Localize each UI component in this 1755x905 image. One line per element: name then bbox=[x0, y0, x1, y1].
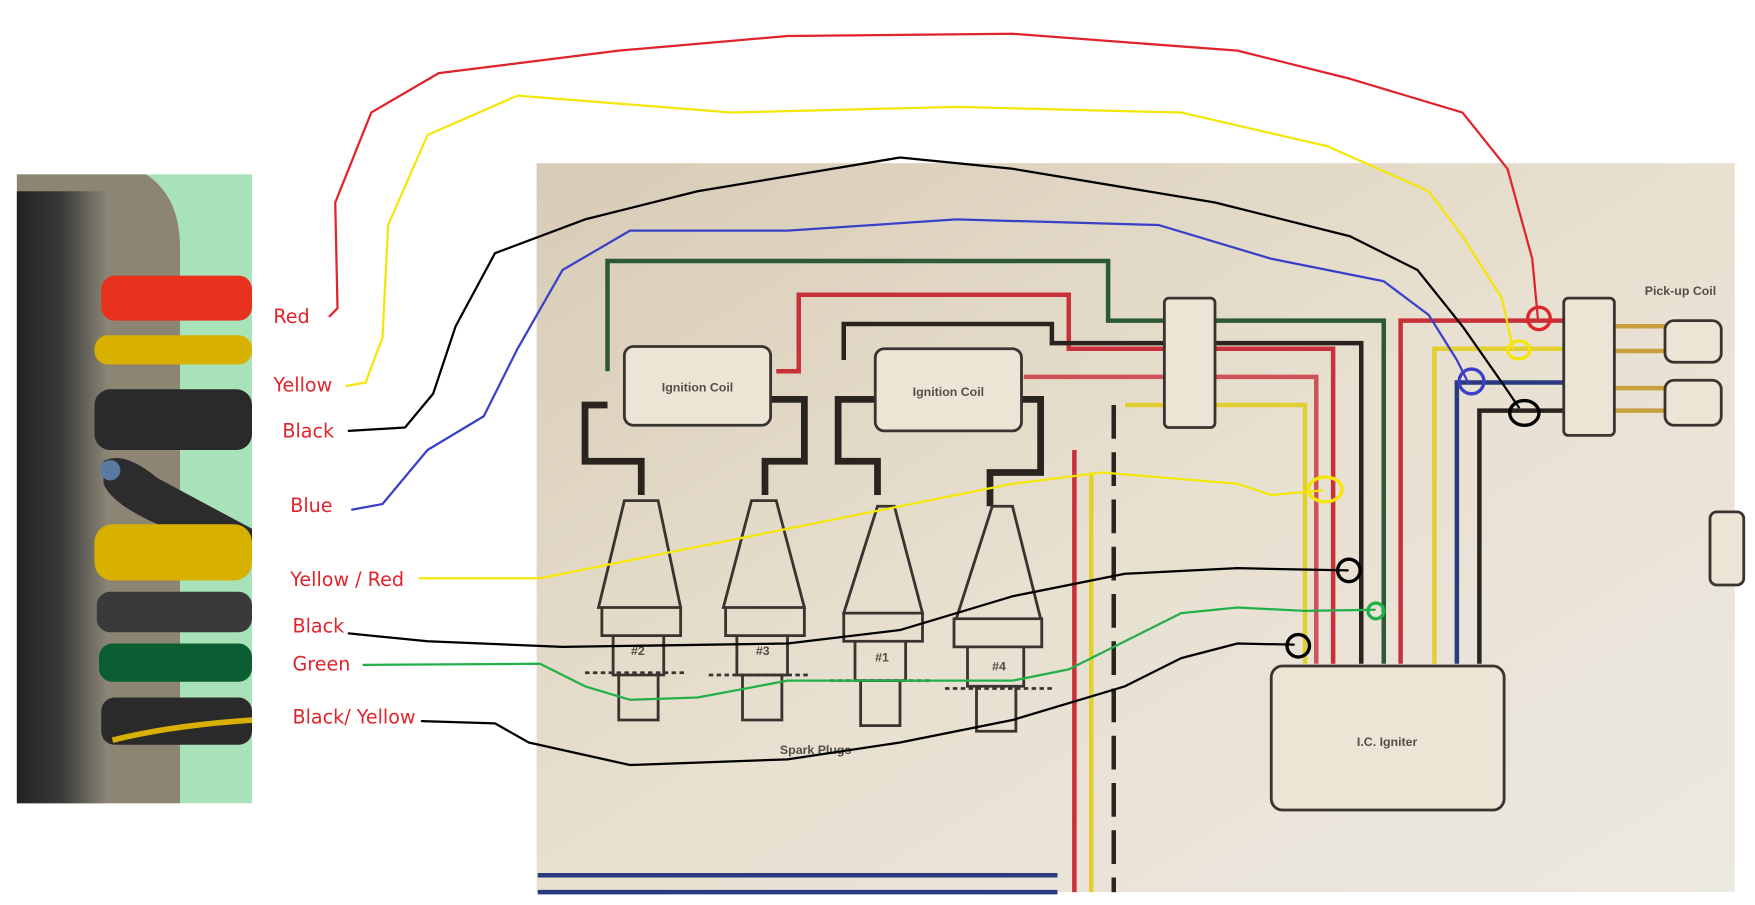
ignition-coil-box bbox=[873, 347, 1023, 433]
label-blue: Blue bbox=[290, 494, 332, 517]
plug-number: #3 bbox=[756, 644, 770, 658]
marker-yellow bbox=[1505, 339, 1532, 361]
wire-yellow-red bbox=[94, 524, 252, 581]
wire-black-2 bbox=[96, 591, 252, 633]
annotation-black-2 bbox=[347, 567, 1349, 649]
plug-number: #4 bbox=[992, 660, 1006, 674]
marker-yellow-red bbox=[1306, 475, 1344, 504]
plug-number: #1 bbox=[875, 651, 889, 665]
igniter-box bbox=[1269, 664, 1506, 812]
label-black: Black bbox=[282, 420, 335, 443]
label-black-yellow: Black/ Yellow bbox=[293, 705, 416, 728]
connector-photo bbox=[16, 174, 253, 804]
wire-labels: Red Yellow Black Blue Yellow / Red Black… bbox=[272, 305, 415, 729]
igniter-label: I.C. Igniter bbox=[1357, 735, 1418, 749]
spark-plugs bbox=[585, 499, 1052, 733]
pickup-coil-box bbox=[1663, 378, 1723, 427]
annotation-green bbox=[362, 606, 1376, 701]
wire-black bbox=[94, 389, 252, 451]
plug-number: #2 bbox=[631, 644, 645, 658]
connector-block bbox=[1162, 296, 1217, 429]
label-yellow-red: Yellow / Red bbox=[289, 568, 404, 591]
label-black-2: Black bbox=[293, 614, 346, 637]
marker-red bbox=[1526, 305, 1552, 332]
label-green: Green bbox=[293, 653, 351, 676]
annotation-lines bbox=[328, 32, 1552, 767]
annotation-blue bbox=[351, 218, 1470, 511]
connector-block bbox=[1562, 296, 1616, 437]
annotation-black bbox=[347, 156, 1520, 433]
ignition-coil-label: Ignition Coil bbox=[662, 381, 733, 395]
annotation-yellow-red bbox=[418, 471, 1323, 580]
wiring-diagram-photo: Ignition Coil Ignition Coil #2 #3 #1 #4 … bbox=[536, 163, 1746, 895]
pickup-coil-label: Pick-up Coil bbox=[1645, 284, 1716, 298]
ignition-coil-label: Ignition Coil bbox=[913, 385, 984, 399]
annotation-black-yellow bbox=[420, 642, 1295, 767]
wire-green bbox=[99, 643, 252, 682]
wire-yellow bbox=[94, 335, 252, 365]
marker-black bbox=[1508, 398, 1541, 427]
ignition-coil-box bbox=[622, 345, 773, 427]
marker-green bbox=[1366, 601, 1386, 621]
annotation-yellow bbox=[345, 94, 1515, 388]
label-yellow: Yellow bbox=[272, 374, 332, 397]
marker-blue bbox=[1457, 367, 1486, 396]
wire-red bbox=[101, 275, 252, 321]
marker-black-yellow bbox=[1285, 632, 1312, 659]
annotation-red bbox=[328, 32, 1539, 320]
label-red: Red bbox=[273, 305, 309, 328]
pickup-coil-box bbox=[1663, 319, 1723, 364]
marker-black-2 bbox=[1335, 557, 1362, 584]
